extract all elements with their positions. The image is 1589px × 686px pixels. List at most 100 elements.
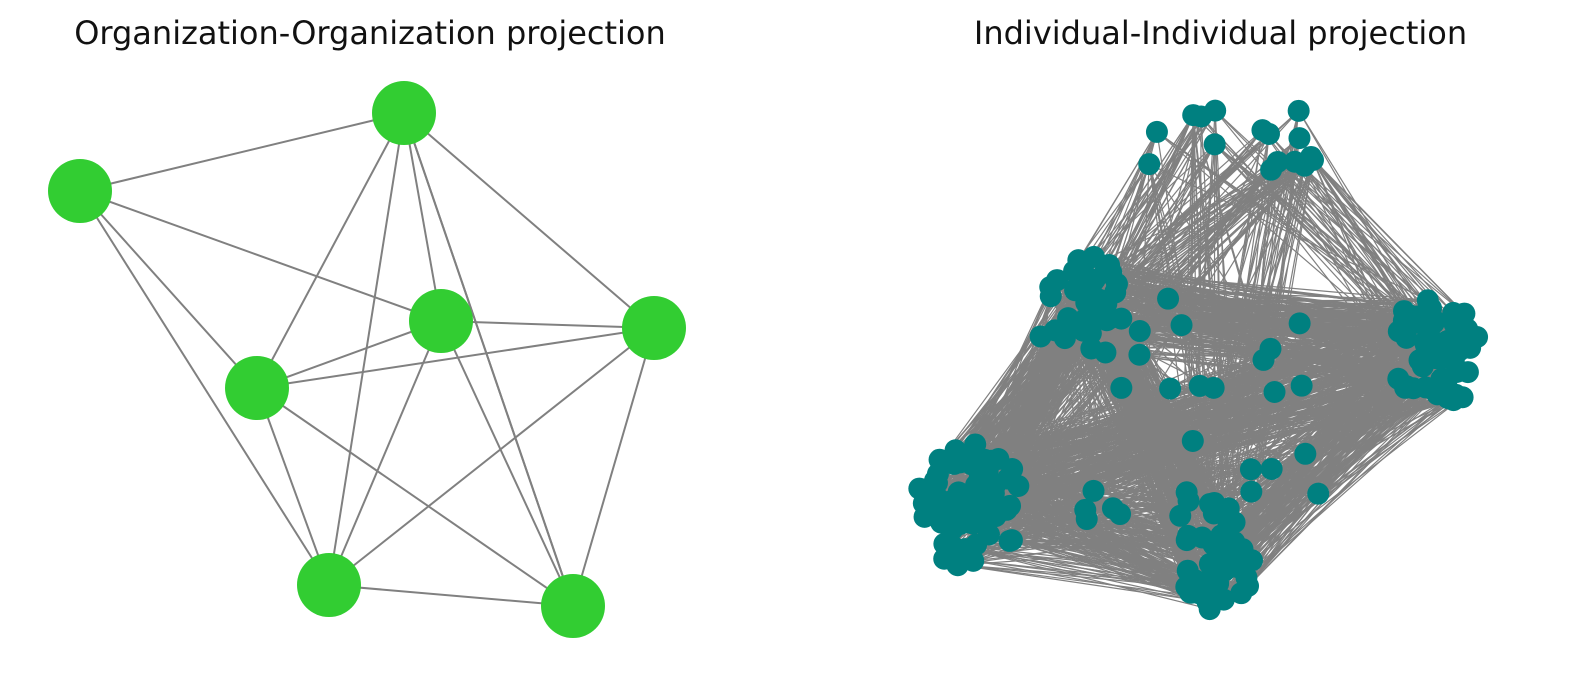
individual-node (1387, 367, 1410, 390)
individual-edge (984, 322, 1300, 461)
individual-edge (1192, 169, 1272, 442)
individual-node (1416, 289, 1439, 312)
individual-node (1441, 338, 1464, 361)
org-edges (79, 112, 655, 607)
individual-node (1039, 276, 1062, 299)
individual-node (962, 512, 985, 535)
individual-node (1101, 497, 1124, 520)
individual-edge (1241, 468, 1273, 550)
individual-edge (1214, 143, 1419, 317)
individual-edge (1305, 394, 1456, 455)
individual-node (995, 498, 1018, 521)
org-edge (256, 112, 405, 389)
org-node (297, 553, 361, 617)
individual-node (1213, 529, 1236, 552)
org-edge (79, 190, 442, 322)
individual-node (1293, 154, 1316, 177)
org-org-title: Organization-Organization projection (74, 14, 666, 52)
org-edge (79, 112, 405, 192)
individual-edge (993, 468, 1272, 494)
individual-edge (1317, 393, 1438, 495)
individual-edge (1104, 272, 1306, 455)
org-org-panel: Organization-Organization projection (0, 0, 760, 686)
individual-node (1413, 330, 1436, 353)
individual-node (1411, 355, 1434, 378)
individual-edge (1112, 116, 1202, 509)
individual-node (1239, 458, 1262, 481)
individual-edge (965, 385, 1302, 459)
individual-node (1290, 374, 1313, 397)
individual-edge (983, 336, 1042, 460)
individual-edge (987, 468, 1272, 471)
org-edge (79, 190, 330, 586)
individual-node (1466, 326, 1489, 349)
individual-edge (1199, 330, 1399, 387)
org-node (48, 159, 112, 223)
individual-node (1159, 377, 1182, 400)
individual-node (949, 451, 972, 474)
individual-edge (1213, 359, 1265, 514)
individual-edge (1092, 133, 1270, 492)
individual-node (1199, 492, 1222, 515)
individual-node (1288, 127, 1311, 150)
individual-nodes (908, 99, 1489, 621)
individual-node (980, 449, 1003, 472)
individual-node (1307, 482, 1330, 505)
individual-edge (1213, 385, 1303, 504)
org-edge (328, 320, 442, 586)
individual-edge (1009, 391, 1275, 542)
individual-edge (1240, 331, 1400, 594)
individual-node (1392, 309, 1415, 332)
individual-node (1260, 457, 1283, 480)
individual-edge (1304, 337, 1407, 455)
individual-node (1430, 368, 1453, 391)
org-node (409, 289, 473, 353)
individual-node (967, 490, 990, 513)
individual-node (1170, 314, 1193, 337)
individual-node (1074, 498, 1097, 521)
individual-edge (1247, 322, 1410, 587)
individual-edge (987, 348, 1092, 463)
org-edge (572, 327, 655, 607)
individual-edge (957, 564, 1208, 603)
individual-edge (1187, 110, 1300, 537)
individual-edge (1192, 114, 1410, 324)
individual-edge (975, 322, 1300, 546)
individual-edge (1009, 163, 1150, 542)
individual-node (1138, 153, 1161, 176)
individual-node (1294, 442, 1317, 465)
individual-edge (1119, 387, 1215, 515)
individual-node (1128, 320, 1151, 343)
individual-edge (1200, 116, 1400, 332)
individual-node (1001, 458, 1024, 481)
individual-node (1000, 529, 1023, 552)
individual-edge (1312, 159, 1454, 314)
individual-edge (1192, 322, 1301, 442)
individual-node (1177, 489, 1200, 512)
org-edge (403, 112, 574, 607)
individual-edge (973, 455, 1251, 470)
org-edge (256, 387, 330, 586)
individual-node (1080, 337, 1103, 360)
org-edge (256, 320, 442, 389)
individual-edge (1139, 354, 1454, 362)
individual-title: Individual-Individual projection (973, 14, 1468, 52)
individual-edge (1312, 159, 1465, 314)
individual-edge (1233, 331, 1400, 543)
individual-edge (1247, 387, 1427, 587)
individual-node (1235, 566, 1258, 589)
individual-edge (975, 443, 1272, 470)
org-node (372, 81, 436, 145)
individual-node (1202, 376, 1225, 399)
individual-edge (1304, 165, 1407, 339)
individual-node (1029, 325, 1052, 348)
individual-edge (1007, 336, 1042, 479)
individual-node (1287, 99, 1310, 122)
org-node (622, 296, 686, 360)
individual-edge (1090, 348, 1194, 442)
individual-node (933, 490, 956, 513)
individual-node (933, 547, 956, 570)
individual-edge (987, 161, 1279, 463)
individual-edge (1112, 385, 1407, 509)
org-node (541, 574, 605, 638)
